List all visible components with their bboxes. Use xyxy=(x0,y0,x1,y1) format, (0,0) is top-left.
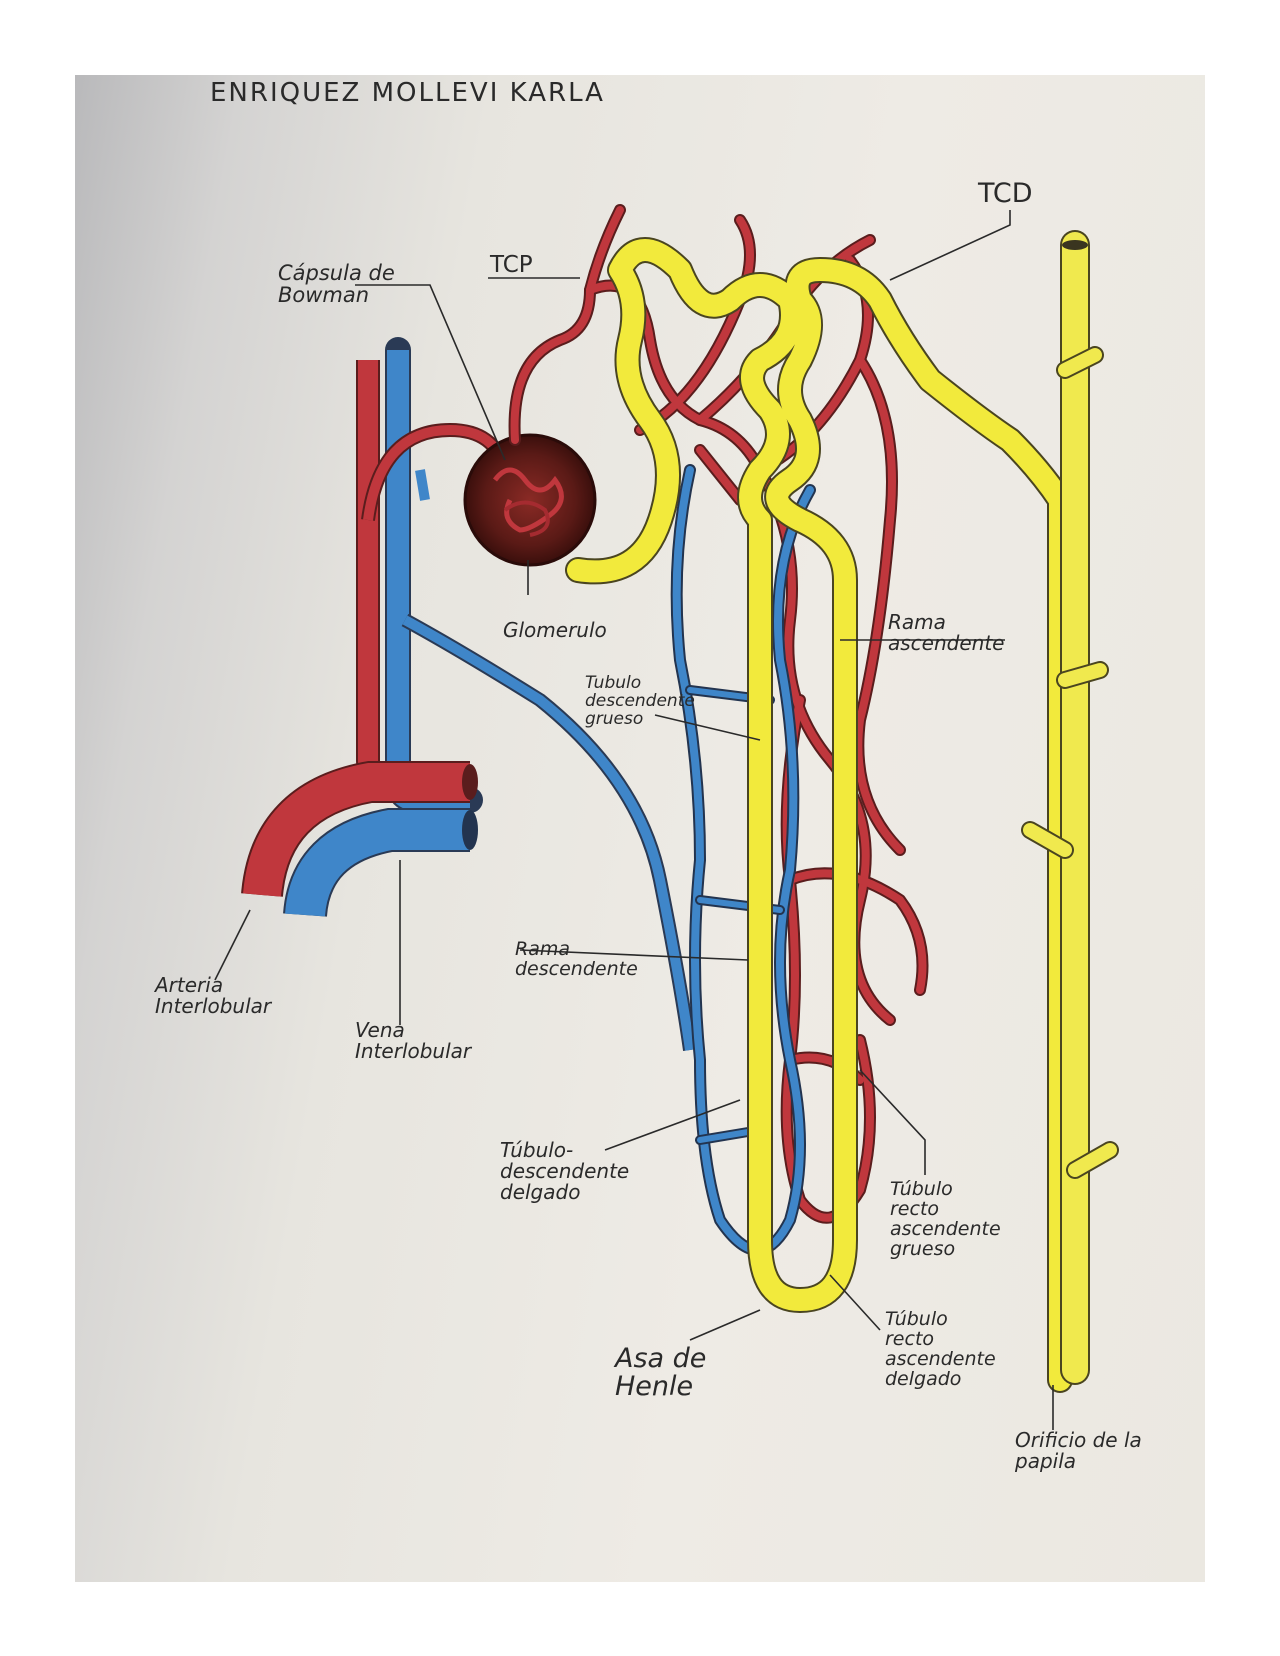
label-glomerulo: Glomerulo xyxy=(503,618,607,642)
label-tubulo-descendente-delgado: Túbulo- descendente delgado xyxy=(500,1138,630,1204)
label-tubulo-descendente-grueso: Tubulo descendente grueso xyxy=(585,673,695,729)
glomerulus xyxy=(463,433,597,567)
interlobular-vessels xyxy=(241,337,697,1051)
leader-lines xyxy=(214,210,1054,1430)
label-tubulo-recto-ascendente-grueso: Túbulo recto ascendente grueso xyxy=(890,1178,1001,1260)
interlobular-artery xyxy=(356,360,470,792)
label-asa-de-henle: Asa de Henle xyxy=(615,1343,707,1403)
label-capsula-bowman: Cápsula de Bowman xyxy=(278,261,395,308)
label-rama-ascendente: Rama ascendente xyxy=(888,610,1005,655)
label-vena-interlobular: Vena Interlobular xyxy=(355,1018,472,1063)
collecting-duct xyxy=(1021,230,1119,1385)
nephron-tubule xyxy=(565,237,1073,1393)
label-arteria-interlobular: Arteria Interlobular xyxy=(155,973,272,1018)
label-rama-descendente: Rama descendente xyxy=(515,938,638,980)
label-tubulo-recto-ascendente-delgado: Túbulo recto ascendente delgado xyxy=(885,1308,996,1390)
author-name: ENRIQUEZ MOLLEVI KARLA xyxy=(210,78,605,108)
label-tcp: TCP xyxy=(490,252,533,278)
label-orificio-papila: Orificio de la papila xyxy=(1015,1428,1142,1473)
label-tcd: TCD xyxy=(978,178,1033,209)
